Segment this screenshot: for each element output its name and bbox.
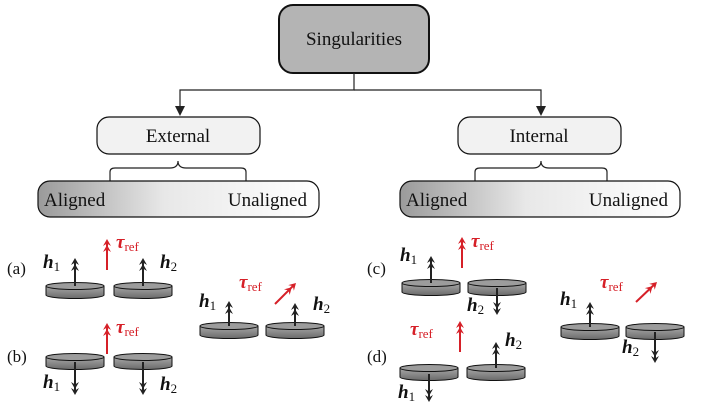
- label-iu-h1: h1: [560, 289, 577, 311]
- label-eu-h1: h1: [199, 291, 216, 313]
- external-aligned-label: Aligned: [44, 190, 106, 211]
- arrow-eu-h2: [291, 303, 299, 326]
- arrow-b-tau: [103, 323, 111, 354]
- label-d-h2: h2: [505, 330, 522, 352]
- label-a-tau: τref: [116, 232, 140, 254]
- internal-brace: [474, 160, 608, 181]
- label-c-h1: h1: [400, 245, 417, 267]
- arrowhead-internal: [536, 106, 546, 116]
- arrow-a-h2: [139, 258, 147, 286]
- root-connectors: [179, 73, 542, 110]
- arrow-c-h1: [427, 256, 435, 283]
- label-a-h1: h1: [43, 252, 60, 274]
- external-label: External: [146, 126, 210, 147]
- arrow-a-h1: [71, 258, 79, 286]
- case-b-label: (b): [7, 347, 27, 366]
- label-c-h2: h2: [467, 295, 484, 317]
- label-a-h2: h2: [160, 252, 177, 274]
- vector-labels: h1 h2 τref h1 h2 τref h1 h2 τref h1 h2 τref h1 h2 τref…: [43, 231, 639, 404]
- external-box: [96, 116, 261, 155]
- arrow-d-h1: [425, 374, 433, 402]
- arrow-d-h2: [492, 342, 500, 368]
- label-d-tau: τref: [410, 319, 434, 341]
- momentum-arrows: [71, 237, 659, 402]
- label-iu-h2: h2: [622, 337, 639, 359]
- root-label: Singularities: [306, 29, 402, 50]
- case-d-label: (d): [367, 347, 387, 366]
- arrow-iu-tau: [635, 282, 657, 303]
- internal-box: [457, 116, 622, 155]
- external-unaligned-label: Unaligned: [228, 190, 308, 211]
- label-d-h1: h1: [398, 382, 415, 404]
- disc-a-2: [113, 282, 173, 299]
- label-b-h1: h1: [43, 372, 60, 394]
- arrow-b-h2: [139, 362, 147, 395]
- internal-unaligned-label: Unaligned: [589, 190, 669, 211]
- internal-aligned-label: Aligned: [406, 190, 468, 211]
- label-b-h2: h2: [160, 374, 177, 396]
- label-b-tau: τref: [116, 317, 140, 339]
- internal-aligned-box: [399, 180, 681, 218]
- disc-eu-1: [199, 322, 259, 339]
- arrow-a-tau: [103, 239, 111, 270]
- internal-label: Internal: [509, 126, 568, 147]
- external-aligned-box: [37, 180, 320, 218]
- label-iu-tau: τref: [600, 272, 624, 294]
- disc-iu-2: [625, 323, 685, 340]
- external-brace: [109, 160, 247, 181]
- wheel-discs: [45, 279, 685, 381]
- label-c-tau: τref: [471, 231, 495, 253]
- arrow-iu-h1: [586, 302, 594, 327]
- arrow-iu-h2: [651, 332, 659, 363]
- arrow-eu-tau: [274, 283, 296, 305]
- arrow-d-tau: [456, 321, 464, 352]
- label-eu-tau: τref: [239, 272, 263, 294]
- case-a-label: (a): [7, 259, 26, 278]
- arrow-c-h2: [493, 288, 501, 315]
- arrowhead-external: [175, 106, 185, 116]
- arrow-eu-h1: [225, 301, 233, 326]
- arrow-c-tau: [458, 237, 466, 268]
- case-c-label: (c): [367, 259, 386, 278]
- arrow-b-h1: [71, 362, 79, 395]
- disc-eu-2: [265, 322, 325, 339]
- label-eu-h2: h2: [313, 294, 330, 316]
